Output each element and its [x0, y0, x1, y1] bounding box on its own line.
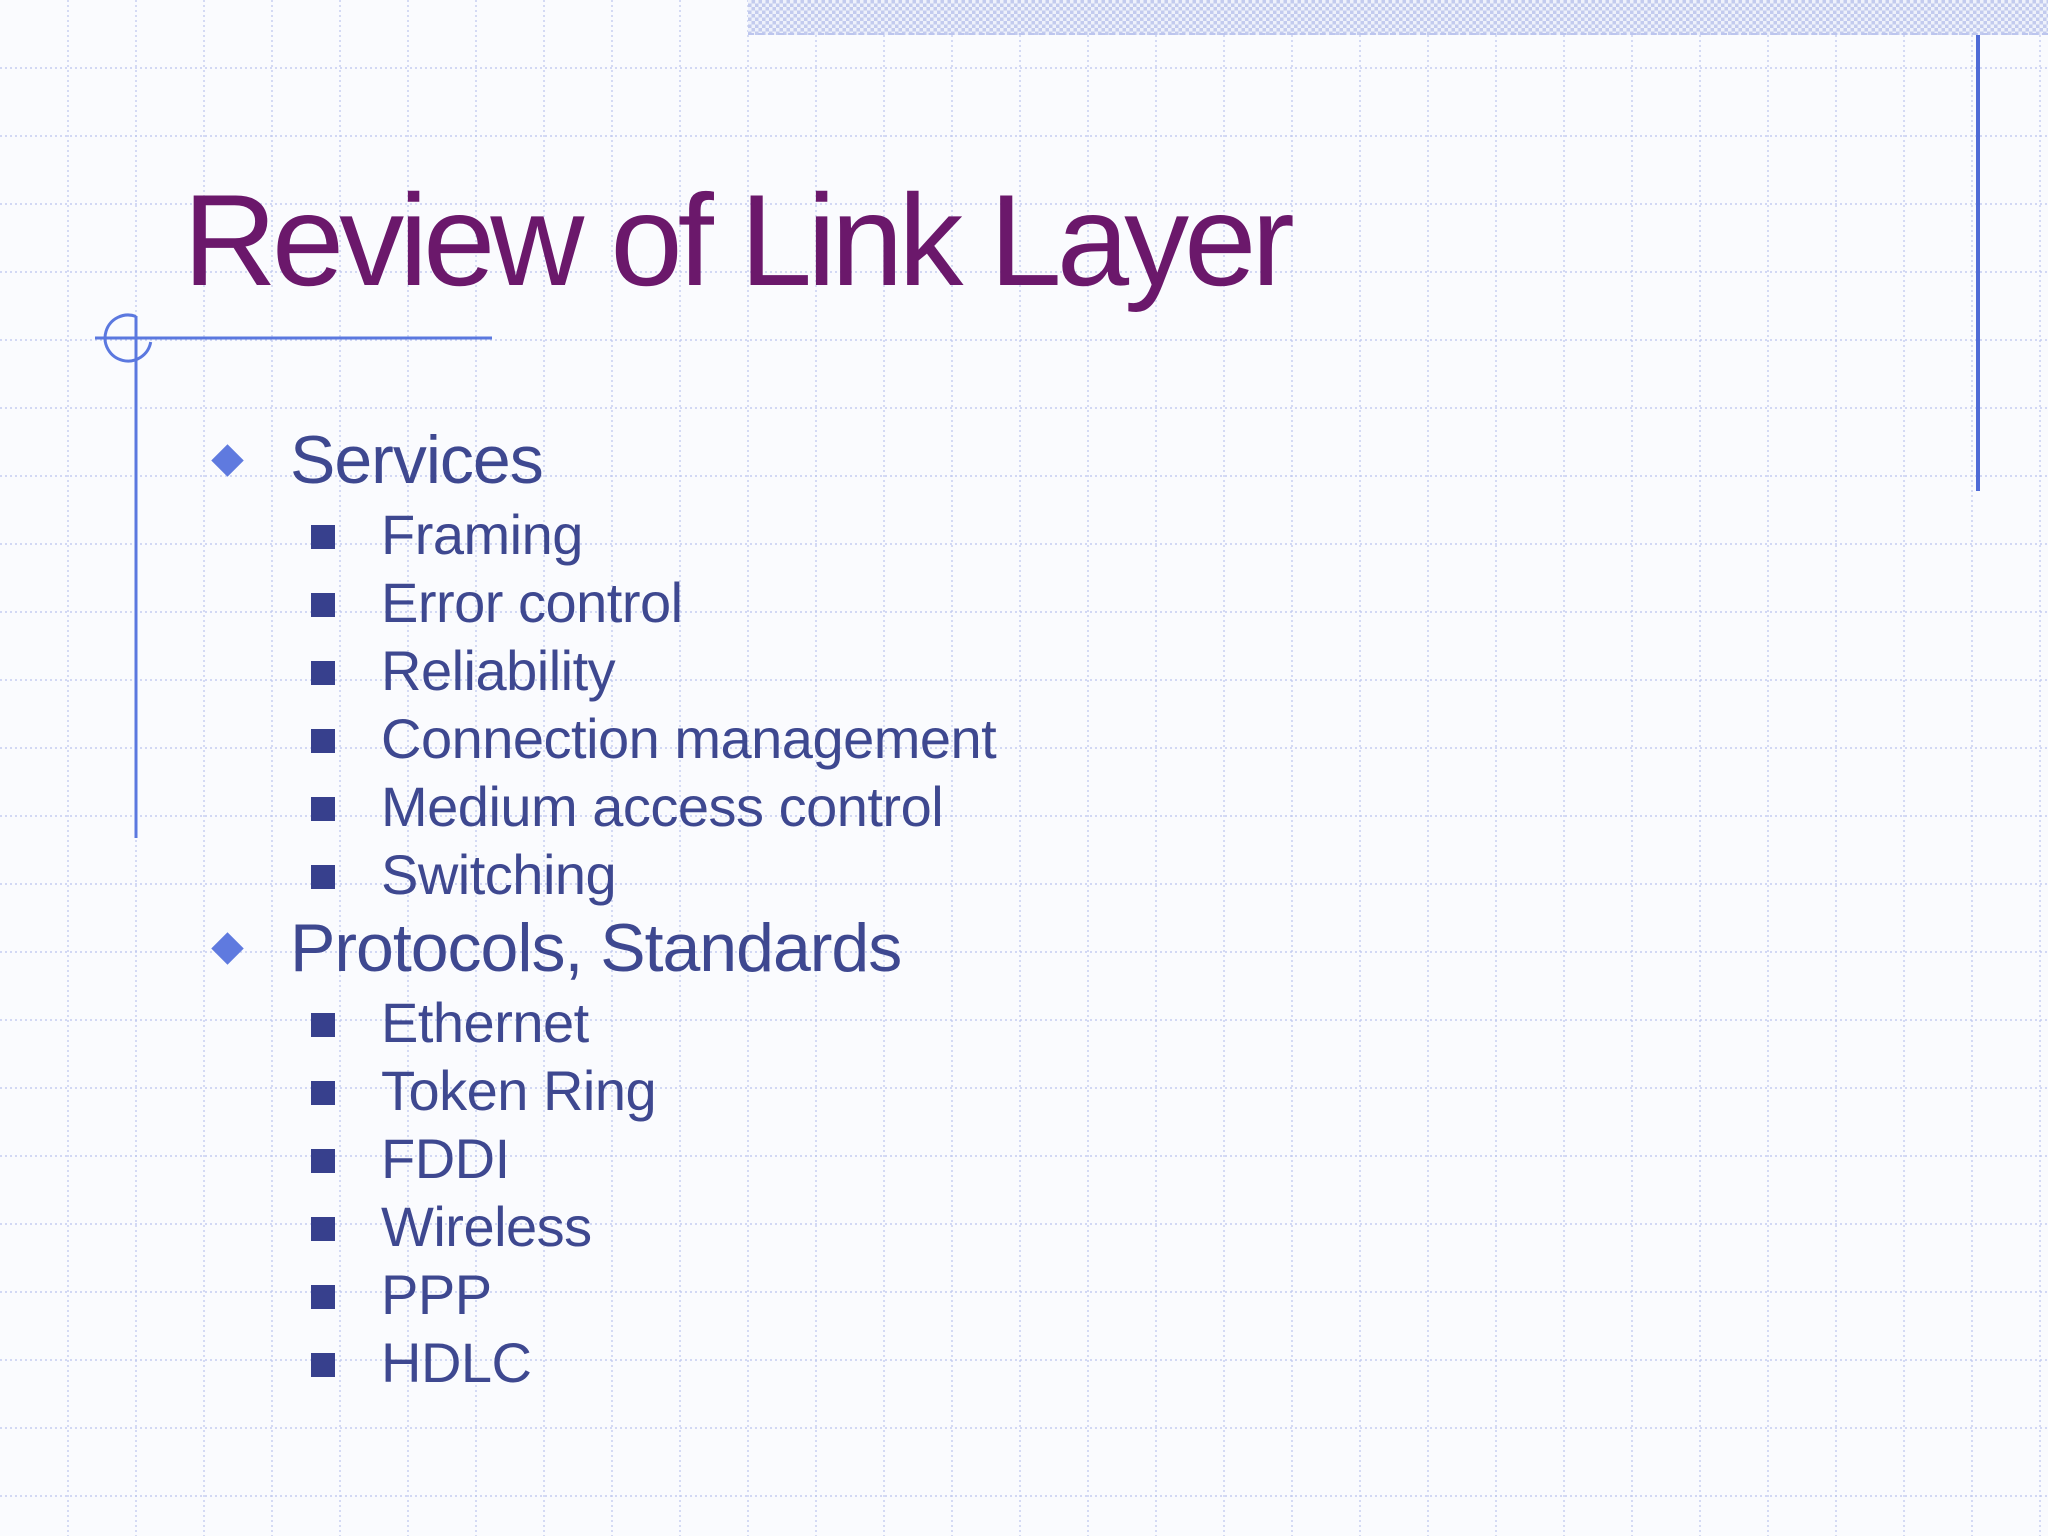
woven-top-bar	[748, 0, 2048, 35]
list-item-label: PPP	[381, 1262, 492, 1326]
bullet-cell	[212, 988, 381, 1056]
section-heading: Protocols, Standards	[211, 908, 1612, 988]
list-item: FDDI	[212, 1124, 1612, 1192]
square-bullet-icon	[311, 797, 335, 821]
bullet-cell	[211, 908, 290, 988]
bullet-cell	[212, 840, 381, 908]
bullet-cell	[212, 500, 381, 568]
list-item: Switching	[212, 840, 1612, 908]
square-bullet-icon	[311, 525, 335, 549]
list-item: Error control	[212, 568, 1612, 636]
list-item-label: Reliability	[381, 638, 616, 702]
square-bullet-icon	[311, 1081, 335, 1105]
square-bullet-icon	[311, 661, 335, 685]
square-bullet-icon	[311, 1013, 335, 1037]
list-item: Reliability	[212, 636, 1612, 704]
bullet-cell	[211, 420, 290, 500]
section-title: Services	[290, 422, 544, 498]
list-item: Framing	[212, 500, 1612, 568]
list-item: Token Ring	[212, 1056, 1612, 1124]
bullet-cell	[212, 636, 381, 704]
square-bullet-icon	[311, 593, 335, 617]
bullet-cell	[212, 704, 381, 772]
list-item-label: FDDI	[381, 1126, 510, 1190]
list-item-label: Token Ring	[381, 1058, 657, 1122]
diamond-bullet-icon	[211, 443, 244, 477]
square-bullet-icon	[311, 729, 335, 753]
section-heading: Services	[211, 420, 1612, 500]
bullet-cell	[212, 1056, 381, 1124]
list-item-label: HDLC	[381, 1330, 532, 1394]
list-item-label: Connection management	[381, 706, 997, 770]
list-item-label: Medium access control	[381, 774, 944, 838]
list-item-label: Switching	[381, 842, 617, 906]
compass-circle-icon	[103, 313, 153, 363]
list-item: Ethernet	[212, 988, 1612, 1056]
list-item: Wireless	[212, 1192, 1612, 1260]
list-item: Connection management	[212, 704, 1612, 772]
bullet-cell	[212, 1260, 381, 1328]
square-bullet-icon	[311, 865, 335, 889]
diamond-bullet-icon	[211, 931, 244, 965]
bullet-cell	[212, 772, 381, 840]
list-item-label: Ethernet	[381, 990, 589, 1054]
list-item-label: Error control	[381, 570, 683, 634]
bullet-cell	[212, 568, 381, 636]
square-bullet-icon	[311, 1353, 335, 1377]
list-item: HDLC	[212, 1328, 1612, 1396]
list-item: Medium access control	[212, 772, 1612, 840]
square-bullet-icon	[311, 1149, 335, 1173]
list-item-label: Wireless	[381, 1194, 592, 1258]
list-item: PPP	[212, 1260, 1612, 1328]
bullet-cell	[212, 1124, 381, 1192]
section-title: Protocols, Standards	[290, 910, 902, 986]
list-item-label: Framing	[381, 502, 583, 566]
square-bullet-icon	[311, 1217, 335, 1241]
bullet-cell	[212, 1192, 381, 1260]
bullet-cell	[212, 1328, 381, 1396]
square-bullet-icon	[311, 1285, 335, 1309]
slide-title: Review of Link Layer	[183, 167, 1295, 313]
